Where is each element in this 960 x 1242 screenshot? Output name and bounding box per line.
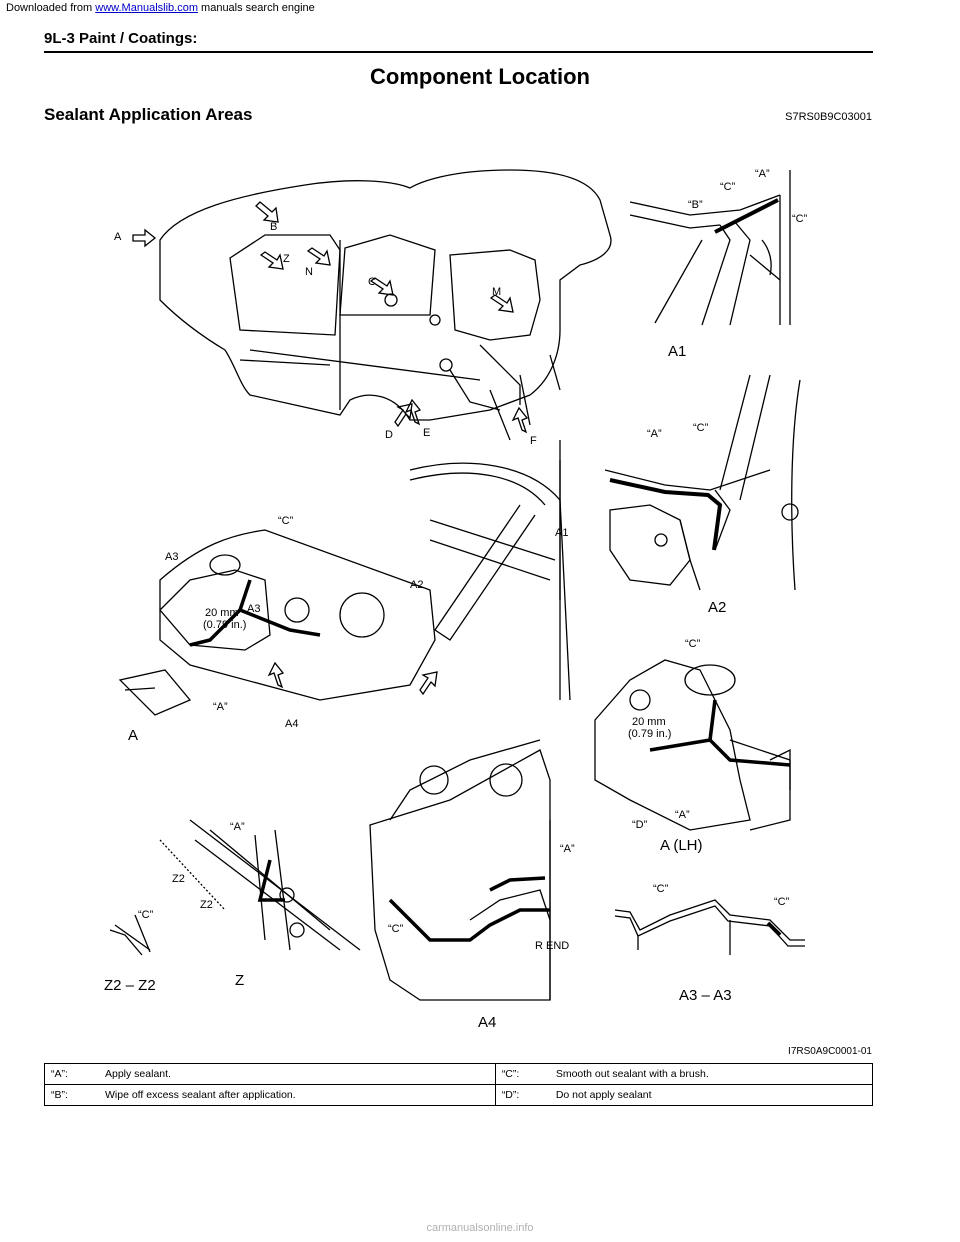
arrow-label-e: E (423, 427, 430, 439)
arrow-label-b: B (270, 221, 277, 233)
a1-c2-callout: “C” (792, 213, 808, 225)
alh-c-callout: “C” (685, 638, 701, 650)
arrow-label-f: F (530, 435, 537, 447)
arrow-label-n: N (305, 266, 313, 278)
a-dim-in: (0.79 in.) (203, 619, 246, 631)
download-prefix: Downloaded from (6, 2, 96, 14)
legend-row: “A”: Apply sealant. “C”: Smooth out seal… (44, 1063, 873, 1085)
download-suffix: manuals search engine (197, 2, 315, 14)
z2-c-callout: “C” (138, 909, 154, 921)
arrow-label-z: Z (283, 253, 290, 265)
a2-a-callout: “A” (647, 428, 662, 440)
a4-r-end-label: R END (535, 940, 569, 952)
a-a3b-label: A3 (247, 603, 260, 615)
z-a-callout: “A” (230, 821, 245, 833)
arrow-label-d: D (385, 429, 393, 441)
view-a2-drawing (604, 374, 801, 591)
legend-key: “B”: (44, 1084, 99, 1106)
page-title: Component Location (370, 64, 590, 89)
a-c-callout: “C” (278, 515, 294, 527)
a4-a-callout: “A” (560, 843, 575, 855)
a2-c-callout: “C” (693, 422, 709, 434)
legend-row: “B”: Wipe off excess sealant after appli… (44, 1084, 873, 1106)
view-title-z2: Z2 – Z2 (104, 977, 156, 994)
a4-c-callout: “C” (388, 923, 404, 935)
view-title-z: Z (235, 972, 244, 989)
a-a1-label: A1 (555, 527, 568, 539)
footer-watermark: carmanualsonline.info (426, 1222, 534, 1234)
view-title-a4: A4 (478, 1014, 496, 1031)
car-body-drawing (132, 169, 612, 441)
download-bar: Downloaded from www.Manualslib.com manua… (6, 2, 315, 14)
page-header: 9L-3 Paint / Coatings: (44, 30, 198, 47)
arrow-label-a: A (114, 231, 122, 243)
header-rule (44, 51, 873, 53)
a-a3-label: A3 (165, 551, 178, 563)
arrow-label-m: M (492, 286, 501, 298)
view-z2-drawing (109, 914, 151, 956)
legend-key: “D”: (494, 1084, 550, 1106)
view-title-a: A (128, 727, 138, 744)
alh-d-callout: “D” (632, 819, 648, 831)
view-z-drawing (159, 819, 361, 951)
figure-code: I7RS0A9C0001-01 (788, 1046, 872, 1057)
view-a1-drawing (629, 170, 791, 326)
a-a2-label: A2 (410, 579, 423, 591)
view-title-a3: A3 – A3 (679, 987, 732, 1004)
a-a-callout: “A” (213, 701, 228, 713)
a3-c2-callout: “C” (774, 896, 790, 908)
alh-dim-in: (0.79 in.) (628, 728, 671, 740)
alh-dim-mm: 20 mm (632, 716, 666, 728)
a-dim-mm: 20 mm (205, 607, 239, 619)
a-a4-label: A4 (285, 718, 298, 730)
view-a-drawing (118, 440, 571, 716)
view-title-a2: A2 (708, 599, 726, 616)
a3-c-callout: “C” (653, 883, 669, 895)
z-z2b-label: Z2 (200, 899, 213, 911)
a1-c-callout: “C” (720, 181, 736, 193)
legend-value: Do not apply sealant (549, 1084, 873, 1106)
legend-value: Smooth out sealant with a brush. (549, 1063, 873, 1085)
view-a-lh-drawing (594, 659, 791, 831)
legend-value: Wipe off excess sealant after applicatio… (99, 1084, 496, 1106)
a1-b-callout: “B” (688, 199, 703, 211)
alh-a-callout: “A” (675, 809, 690, 821)
manualslib-link[interactable]: www.Manualslib.com (95, 2, 198, 14)
section-title: Sealant Application Areas (44, 105, 253, 124)
legend-key: “C”: (494, 1063, 550, 1085)
view-a4-drawing (369, 739, 551, 1001)
view-title-a1: A1 (668, 343, 686, 360)
view-title-a-lh: A (LH) (660, 837, 703, 854)
legend-table: “A”: Apply sealant. “C”: Smooth out seal… (44, 1063, 873, 1106)
view-a3-drawing (614, 899, 805, 955)
z-z2-label: Z2 (172, 873, 185, 885)
arrow-label-c: C (368, 276, 376, 288)
legend-key: “A”: (44, 1063, 99, 1085)
a1-a-callout: “A” (755, 168, 770, 180)
legend-value: Apply sealant. (99, 1063, 496, 1085)
section-code: S7RS0B9C03001 (785, 111, 872, 123)
sealant-diagram: A B Z N C M D E F “B” “C” “A” “C” A1 “A”… (104, 168, 808, 1031)
